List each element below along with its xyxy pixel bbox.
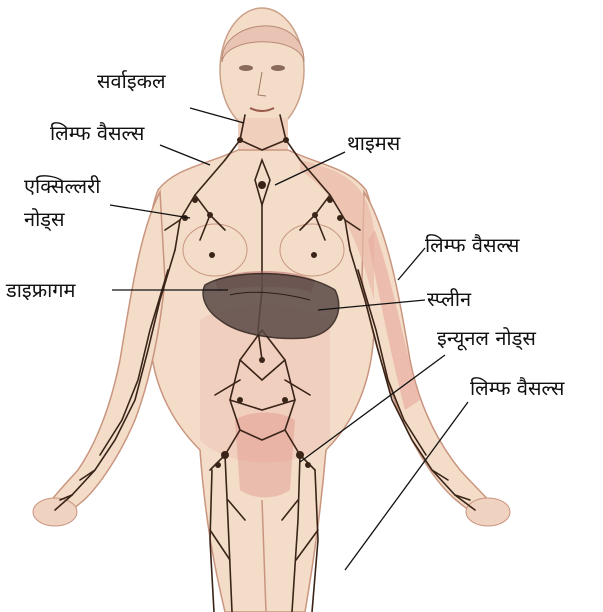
eye-left: [239, 65, 253, 71]
label-lymph-vessels-left: लिम्फ वैसल्स: [50, 121, 145, 145]
leader-lymph-right-arm: [398, 248, 425, 280]
label-inguinal-nodes: इन्यूनल नोड्स: [437, 326, 536, 351]
label-spleen: स्प्लीन: [427, 287, 472, 311]
hand-left: [33, 498, 77, 526]
label-lymph-vessels-leg: लिम्फ वैसल्स: [470, 376, 565, 400]
label-axillary-line1: एक्सिल्लरी: [24, 174, 101, 198]
hand-right: [466, 498, 510, 526]
leader-lymph-left: [160, 145, 210, 165]
label-thymus: थाइमस: [347, 131, 401, 155]
label-diaphragm: डाइफ्रागम: [5, 278, 77, 302]
label-cervical: सर्वाइकल: [97, 69, 166, 93]
label-lymph-vessels-right-arm: लिम्फ वैसल्स: [425, 233, 520, 257]
eye-right: [271, 65, 285, 71]
label-axillary-line2: नोड्स: [24, 207, 65, 232]
